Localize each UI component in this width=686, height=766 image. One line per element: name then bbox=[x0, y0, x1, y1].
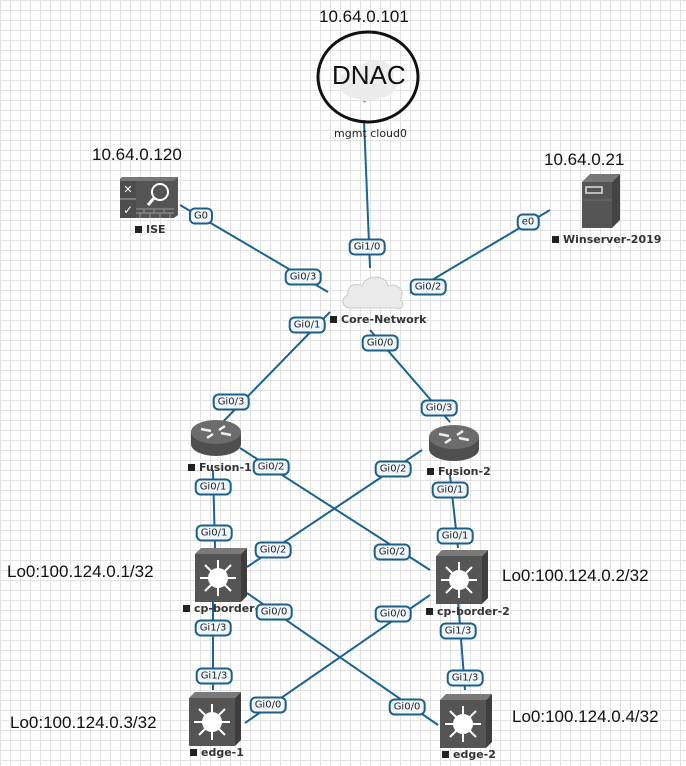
firewall-search-icon: ✕ ✓ bbox=[120, 177, 178, 218]
badge-fusion1-gi0-3[interactable]: Gi0/3 bbox=[212, 393, 250, 411]
badge-fusion1-gi0-2[interactable]: Gi0/2 bbox=[252, 458, 290, 476]
fusion1-label: Fusion-1 bbox=[188, 461, 252, 474]
badge-cpborder1-gi0-0[interactable]: Gi0/0 bbox=[255, 603, 293, 621]
badge-cpborder2-gi0-1[interactable]: Gi0/1 bbox=[436, 527, 474, 545]
cpborder2-label: cp-border-2 bbox=[426, 605, 510, 618]
winserver-label: Winserver-2019 bbox=[552, 233, 661, 246]
fusion2-label: Fusion-2 bbox=[427, 465, 491, 478]
edge2-label: edge-2 bbox=[442, 748, 496, 761]
ise-label: ISE bbox=[135, 223, 166, 236]
cloud-icon bbox=[342, 276, 404, 309]
badge-cpborder2-gi0-0[interactable]: Gi0/0 bbox=[374, 605, 412, 623]
svg-text:✕: ✕ bbox=[123, 183, 132, 196]
dnac-ip: 10.64.0.101 bbox=[319, 7, 409, 26]
badge-core-gi0-3[interactable]: Gi0/3 bbox=[284, 268, 322, 286]
badge-fusion1-gi0-1[interactable]: Gi0/1 bbox=[194, 478, 232, 496]
edge1-node[interactable] bbox=[187, 690, 243, 746]
badge-cpborder2-gi1-3[interactable]: Gi1/3 bbox=[439, 622, 477, 640]
badge-cpborder1-gi0-1[interactable]: Gi0/1 bbox=[195, 524, 233, 542]
badge-core-gi0-2[interactable]: Gi0/2 bbox=[409, 278, 447, 296]
l3-switch-icon bbox=[195, 548, 247, 602]
router-icon bbox=[429, 425, 479, 461]
dnac-label: DNAC bbox=[332, 60, 406, 90]
badge-fusion2-gi0-1[interactable]: Gi0/1 bbox=[431, 481, 469, 499]
cpborder1-node[interactable] bbox=[193, 546, 249, 602]
badge-core-gi0-0[interactable]: Gi0/0 bbox=[361, 334, 399, 352]
l3-switch-icon bbox=[189, 692, 241, 746]
cpborder2-node[interactable] bbox=[434, 548, 490, 604]
cloud-icon bbox=[340, 60, 396, 100]
cpborder1-label: cp-border-1 bbox=[183, 602, 267, 615]
dnac-circle bbox=[316, 30, 420, 124]
badge-core-gi0-1[interactable]: Gi0/1 bbox=[288, 316, 326, 334]
server-icon bbox=[582, 174, 620, 228]
badge-winserver-e0[interactable]: e0 bbox=[516, 213, 540, 231]
core-network-node[interactable] bbox=[340, 270, 408, 312]
badge-edge2-gi0-0[interactable]: Gi0/0 bbox=[388, 698, 426, 716]
dnac-node[interactable] bbox=[316, 30, 420, 124]
badge-fusion2-gi0-3[interactable]: Gi0/3 bbox=[420, 399, 458, 417]
badge-ise-g0[interactable]: G0 bbox=[188, 207, 214, 225]
badge-core-gi1-0[interactable]: Gi1/0 bbox=[348, 238, 386, 256]
badge-edge1-gi0-0[interactable]: Gi0/0 bbox=[249, 696, 287, 714]
badge-cpborder2-gi0-2[interactable]: Gi0/2 bbox=[373, 543, 411, 561]
winserver-ip: 10.64.0.21 bbox=[544, 150, 625, 169]
edge1-label: edge-1 bbox=[190, 746, 244, 759]
cpborder2-loopback: Lo0:100.124.0.2/32 bbox=[502, 566, 649, 585]
svg-text:✓: ✓ bbox=[123, 203, 133, 217]
core-network-label: Core-Network bbox=[330, 313, 426, 326]
badge-cpborder1-gi1-3[interactable]: Gi1/3 bbox=[194, 619, 232, 637]
ise-node[interactable]: ✕ ✓ bbox=[118, 175, 180, 220]
winserver-node[interactable] bbox=[580, 172, 622, 228]
badge-fusion2-gi0-2[interactable]: Gi0/2 bbox=[374, 460, 412, 478]
badge-cpborder1-gi0-2[interactable]: Gi0/2 bbox=[254, 541, 292, 559]
edge2-loopback: Lo0:100.124.0.4/32 bbox=[512, 707, 659, 726]
badge-edge1-gi1-3[interactable]: Gi1/3 bbox=[195, 667, 233, 685]
ise-ip: 10.64.0.120 bbox=[92, 145, 182, 164]
cpborder1-loopback: Lo0:100.124.0.1/32 bbox=[7, 562, 154, 581]
dnac-dash: - bbox=[363, 97, 367, 107]
l3-switch-icon bbox=[436, 550, 488, 604]
badge-edge2-gi1-3[interactable]: Gi1/3 bbox=[446, 669, 484, 687]
dnac-sublabel: mgmt cloud0 bbox=[334, 127, 408, 140]
fusion2-node[interactable] bbox=[427, 423, 481, 463]
router-icon bbox=[191, 420, 241, 456]
edge1-loopback: Lo0:100.124.0.3/32 bbox=[10, 713, 157, 732]
edge2-node[interactable] bbox=[438, 692, 494, 748]
fusion1-node[interactable] bbox=[189, 418, 243, 458]
l3-switch-icon bbox=[440, 694, 492, 748]
